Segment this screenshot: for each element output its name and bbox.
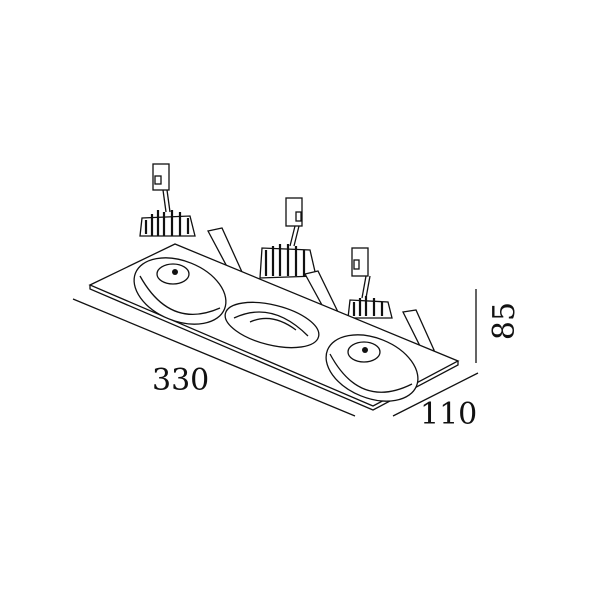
length-dimension-line bbox=[72, 298, 356, 417]
width-label: 110 bbox=[420, 397, 478, 432]
width-dimension-line bbox=[392, 372, 479, 417]
lamp-opening-right bbox=[325, 334, 419, 402]
length-label: 330 bbox=[152, 363, 210, 398]
heatsink-middle bbox=[259, 197, 317, 279]
heatsink-right bbox=[347, 247, 393, 319]
height-label: 85 bbox=[487, 301, 523, 341]
heatsink-left bbox=[139, 163, 196, 237]
lamp-opening-middle bbox=[224, 301, 320, 349]
connector-middle bbox=[285, 197, 303, 227]
lamp-opening-left bbox=[133, 257, 227, 325]
